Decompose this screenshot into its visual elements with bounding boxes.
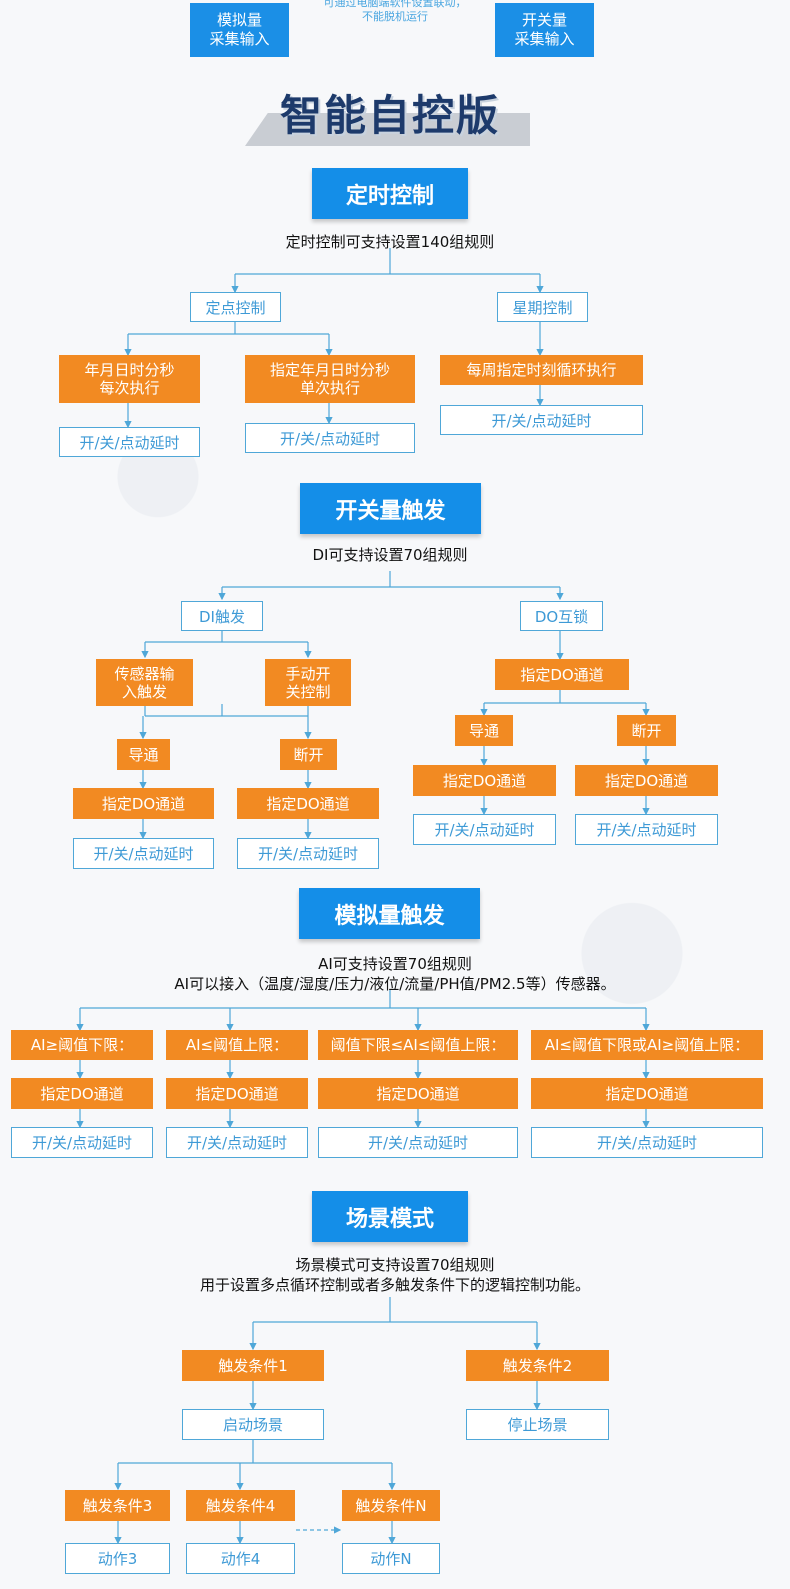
di-action-2: 开/关/点动延时 [237, 838, 379, 869]
manual-switch-control: 手动开 关控制 [265, 659, 351, 706]
ai-action-3: 开/关/点动延时 [318, 1127, 518, 1158]
interlock-do-channel: 指定DO通道 [495, 659, 629, 690]
scene-trigger-3: 触发条件3 [65, 1490, 170, 1521]
ai-action-1: 开/关/点动延时 [11, 1127, 153, 1158]
di-trigger-header: 开关量触发 [300, 483, 481, 534]
di-do-channel-1: 指定DO通道 [73, 788, 214, 819]
interlock-on: 导通 [455, 715, 513, 746]
scene-description: 场景模式可支持设置70组规则 用于设置多点循环控制或者多触发条件下的逻辑控制功能… [199, 1256, 590, 1294]
ai-action-4: 开/关/点动延时 [531, 1127, 763, 1158]
ai-cond-upper: AI≤阈值上限： [166, 1030, 308, 1060]
fixed-point-control[interactable]: 定点控制 [190, 292, 281, 322]
interlock-do-channel-1: 指定DO通道 [413, 765, 556, 796]
linkage-note: 可通过电脑端软件设置联动， 不能脱机运行 [323, 0, 467, 23]
di-off-left: 断开 [280, 739, 337, 770]
ai-cond-lower: AI≥阈值下限： [11, 1030, 153, 1060]
analog-input-button[interactable]: 模拟量 采集输入 [190, 3, 289, 57]
interlock-action-1: 开/关/点动延时 [413, 814, 556, 845]
start-scene[interactable]: 启动场景 [182, 1409, 324, 1440]
ai-do-channel-1: 指定DO通道 [11, 1078, 153, 1109]
di-trigger-box[interactable]: DI触发 [181, 601, 263, 631]
timer-action-2: 开/关/点动延时 [245, 423, 415, 453]
scene-action-3: 动作3 [65, 1543, 170, 1574]
switch-input-button[interactable]: 开关量 采集输入 [495, 3, 594, 57]
scene-trigger-2: 触发条件2 [466, 1350, 609, 1381]
scene-action-n: 动作N [342, 1543, 440, 1574]
scene-trigger-4: 触发条件4 [186, 1490, 295, 1521]
do-interlock-box[interactable]: DO互锁 [520, 601, 603, 631]
sensor-input-trigger: 传感器输 入触发 [96, 659, 193, 706]
stop-scene[interactable]: 停止场景 [466, 1409, 609, 1440]
weekly-loop-execute: 每周指定时刻循环执行 [440, 355, 643, 385]
ai-cond-outside: AI≤阈值下限或AI≥阈值上限： [531, 1030, 763, 1060]
timer-action-1: 开/关/点动延时 [59, 427, 200, 457]
di-do-channel-2: 指定DO通道 [237, 788, 379, 819]
main-title: 智能自控版 [279, 91, 500, 140]
di-description: DI可支持设置70组规则 [312, 546, 468, 564]
ai-trigger-header: 模拟量触发 [299, 888, 480, 939]
ai-do-channel-4: 指定DO通道 [531, 1078, 763, 1109]
scene-trigger-1: 触发条件1 [182, 1350, 324, 1381]
ai-cond-between: 阈值下限≤AI≤阈值上限： [318, 1030, 518, 1060]
timer-action-3: 开/关/点动延时 [440, 405, 643, 435]
ai-action-2: 开/关/点动延时 [166, 1127, 308, 1158]
scene-action-4: 动作4 [186, 1543, 295, 1574]
timer-control-header: 定时控制 [312, 168, 468, 219]
di-on-left: 导通 [117, 739, 170, 770]
interlock-off: 断开 [617, 715, 676, 746]
interlock-do-channel-2: 指定DO通道 [575, 765, 718, 796]
scene-mode-header: 场景模式 [312, 1191, 468, 1242]
interlock-action-2: 开/关/点动延时 [575, 814, 718, 845]
timer-description: 定时控制可支持设置140组规则 [285, 233, 495, 251]
every-time-execute: 年月日时分秒 每次执行 [59, 355, 200, 403]
di-action-1: 开/关/点动延时 [73, 838, 214, 869]
weekly-control[interactable]: 星期控制 [497, 292, 588, 322]
scene-trigger-n: 触发条件N [342, 1490, 440, 1521]
ai-description: AI可支持设置70组规则 AI可以接入（温度/湿度/压力/液位/流量/PH值/P… [174, 955, 616, 993]
title-band [245, 113, 530, 146]
single-time-execute: 指定年月日时分秒 单次执行 [245, 355, 415, 403]
ai-do-channel-2: 指定DO通道 [166, 1078, 308, 1109]
ai-do-channel-3: 指定DO通道 [318, 1078, 518, 1109]
